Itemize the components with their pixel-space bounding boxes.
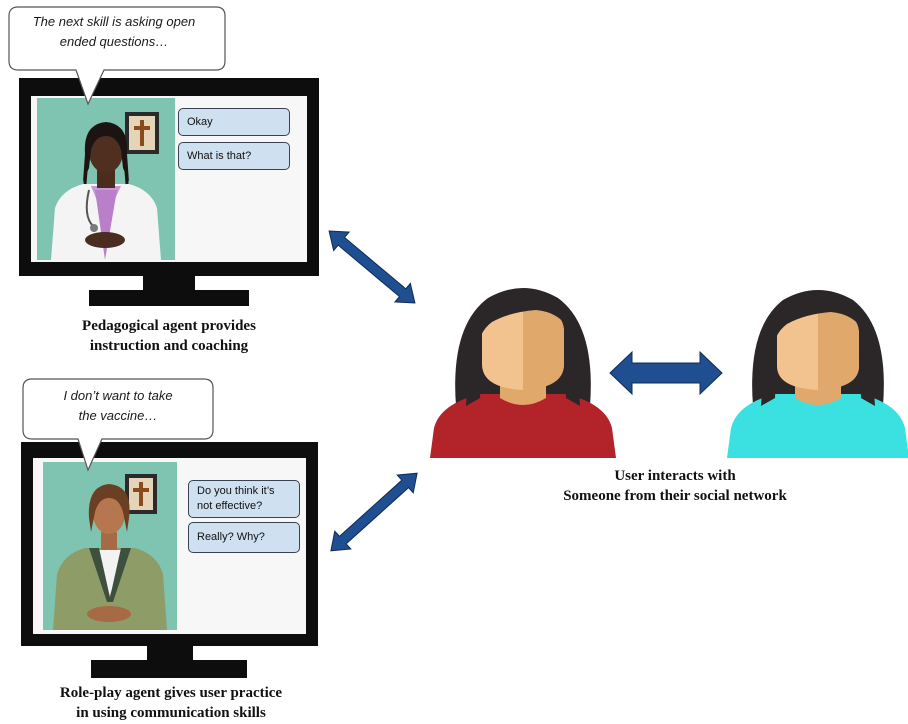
- role-play-speech-text: I don’t want to take the vaccine…: [24, 386, 212, 426]
- option-okay-button[interactable]: Okay: [178, 108, 290, 136]
- option-not-effective-button[interactable]: Do you think it’s not effective?: [188, 480, 300, 518]
- speech-line: ended questions…: [59, 34, 169, 49]
- caption-line: User interacts with: [614, 468, 736, 484]
- speech-line: The next skill is asking open: [32, 14, 196, 29]
- caption-line: instruction and coaching: [89, 338, 249, 354]
- caption-line: Someone from their social network: [563, 488, 787, 504]
- pedagogical-caption: Pedagogical agent provides instruction a…: [24, 316, 314, 356]
- horizontal-double-arrow-icon: [609, 350, 723, 396]
- caption-line: Pedagogical agent provides: [82, 318, 256, 334]
- caption-line: Role-play agent gives user practice: [59, 685, 283, 701]
- caption-line: in using communication skills: [76, 705, 266, 721]
- role-play-agent-image: [43, 462, 177, 630]
- option-really-why-button[interactable]: Really? Why?: [188, 522, 300, 553]
- cross-frame-icon: [125, 112, 159, 154]
- role-play-agent-monitor: Do you think it’s not effective? Really?…: [21, 442, 318, 678]
- top-double-arrow-icon: [328, 230, 416, 304]
- speech-line: the vaccine…: [78, 408, 158, 423]
- contact-person-icon: [727, 290, 908, 458]
- pedagogical-speech-text: The next skill is asking open ended ques…: [10, 12, 218, 52]
- social-network-caption: User interacts with Someone from their s…: [485, 466, 865, 506]
- option-what-is-that-button[interactable]: What is that?: [178, 142, 290, 170]
- pedagogical-agent-monitor: Okay What is that?: [19, 78, 319, 306]
- speech-line: I don’t want to take: [63, 388, 173, 403]
- role-play-caption: Role-play agent gives user practice in u…: [6, 683, 336, 723]
- pedagogical-agent-image: [37, 98, 175, 260]
- bottom-double-arrow-icon: [330, 472, 418, 552]
- cross-frame-icon: [125, 474, 157, 514]
- user-person-icon: [430, 288, 616, 458]
- role-play-speech-bubble: [22, 378, 214, 472]
- pedagogical-speech-bubble: [8, 6, 226, 106]
